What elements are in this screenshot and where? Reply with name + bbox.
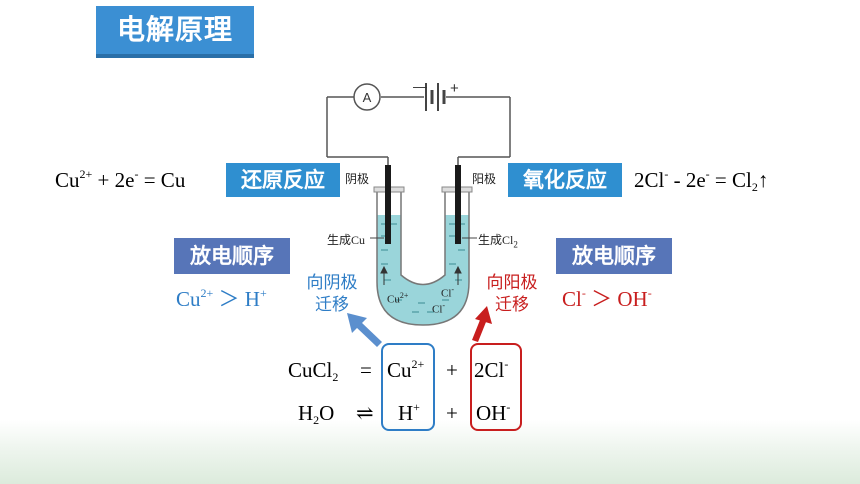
anode-discharge-order: Cl- ＞ OH- — [562, 286, 652, 311]
anode-migration-arrow — [472, 306, 492, 342]
page-title: 电解原理 — [96, 6, 254, 58]
h-ion: H+ — [398, 400, 420, 425]
svg-text:A: A — [363, 90, 372, 105]
cathode-label: 阴极 — [345, 172, 370, 186]
cathode-migration-text: 向阴极迁移 — [306, 273, 358, 315]
circuit-wires — [326, 96, 511, 165]
bottom-decorative-band — [0, 420, 860, 484]
cl-ion-label-1: Cl- — [441, 285, 455, 300]
anode-label: 阳极 — [472, 172, 497, 186]
water-ionization-lhs: H2O — [298, 401, 335, 427]
cathode-discharge-order-tag: 放电顺序 — [174, 238, 290, 274]
cucl2-ionization-op: = — [360, 358, 372, 382]
cl-ion-label-2: Cl- — [432, 301, 446, 316]
cucl2-ionization-lhs: CuCl2 — [288, 358, 339, 384]
anode-rod — [455, 165, 461, 244]
cathode-half-equation: Cu2+ + 2e- = Cu — [55, 167, 186, 192]
oh-ion: OH- — [476, 400, 511, 425]
cathode-migration-arrow — [347, 313, 382, 347]
cathode-discharge-order: Cu2+ ＞ H+ — [176, 286, 267, 311]
u-tube-solution — [377, 215, 469, 325]
reduction-reaction-tag: 还原反应 — [226, 163, 340, 197]
ion-arrows — [380, 265, 462, 285]
cathode-rod — [385, 165, 391, 244]
anode-product-label: 生成Cl2 — [478, 233, 518, 250]
ammeter-icon: A — [353, 83, 381, 111]
cu-ion: Cu2+ — [387, 357, 425, 382]
anode-discharge-order-tag: 放电顺序 — [556, 238, 672, 274]
anion-highlight-box — [470, 343, 522, 431]
oxidation-reaction-tag: 氧化反应 — [508, 163, 622, 197]
plus-sign-1: + — [446, 358, 458, 382]
battery-minus: — — [413, 78, 427, 94]
equilibrium-op: ⇌ — [356, 401, 374, 425]
cl-ion: 2Cl- — [474, 357, 509, 382]
anode-half-equation: 2Cl- - 2e- = Cl2↑ — [634, 167, 769, 194]
cathode-product-label: 生成Cu — [327, 233, 366, 247]
battery-plus: + — [450, 80, 459, 97]
battery-icon — [425, 83, 446, 111]
cu-ion-label: Cu2+ — [387, 291, 409, 306]
plus-sign-2: + — [446, 401, 458, 425]
u-tube-glass — [376, 190, 470, 326]
anode-migration-text: 向阳极迁移 — [486, 273, 538, 315]
cation-highlight-box — [381, 343, 435, 431]
